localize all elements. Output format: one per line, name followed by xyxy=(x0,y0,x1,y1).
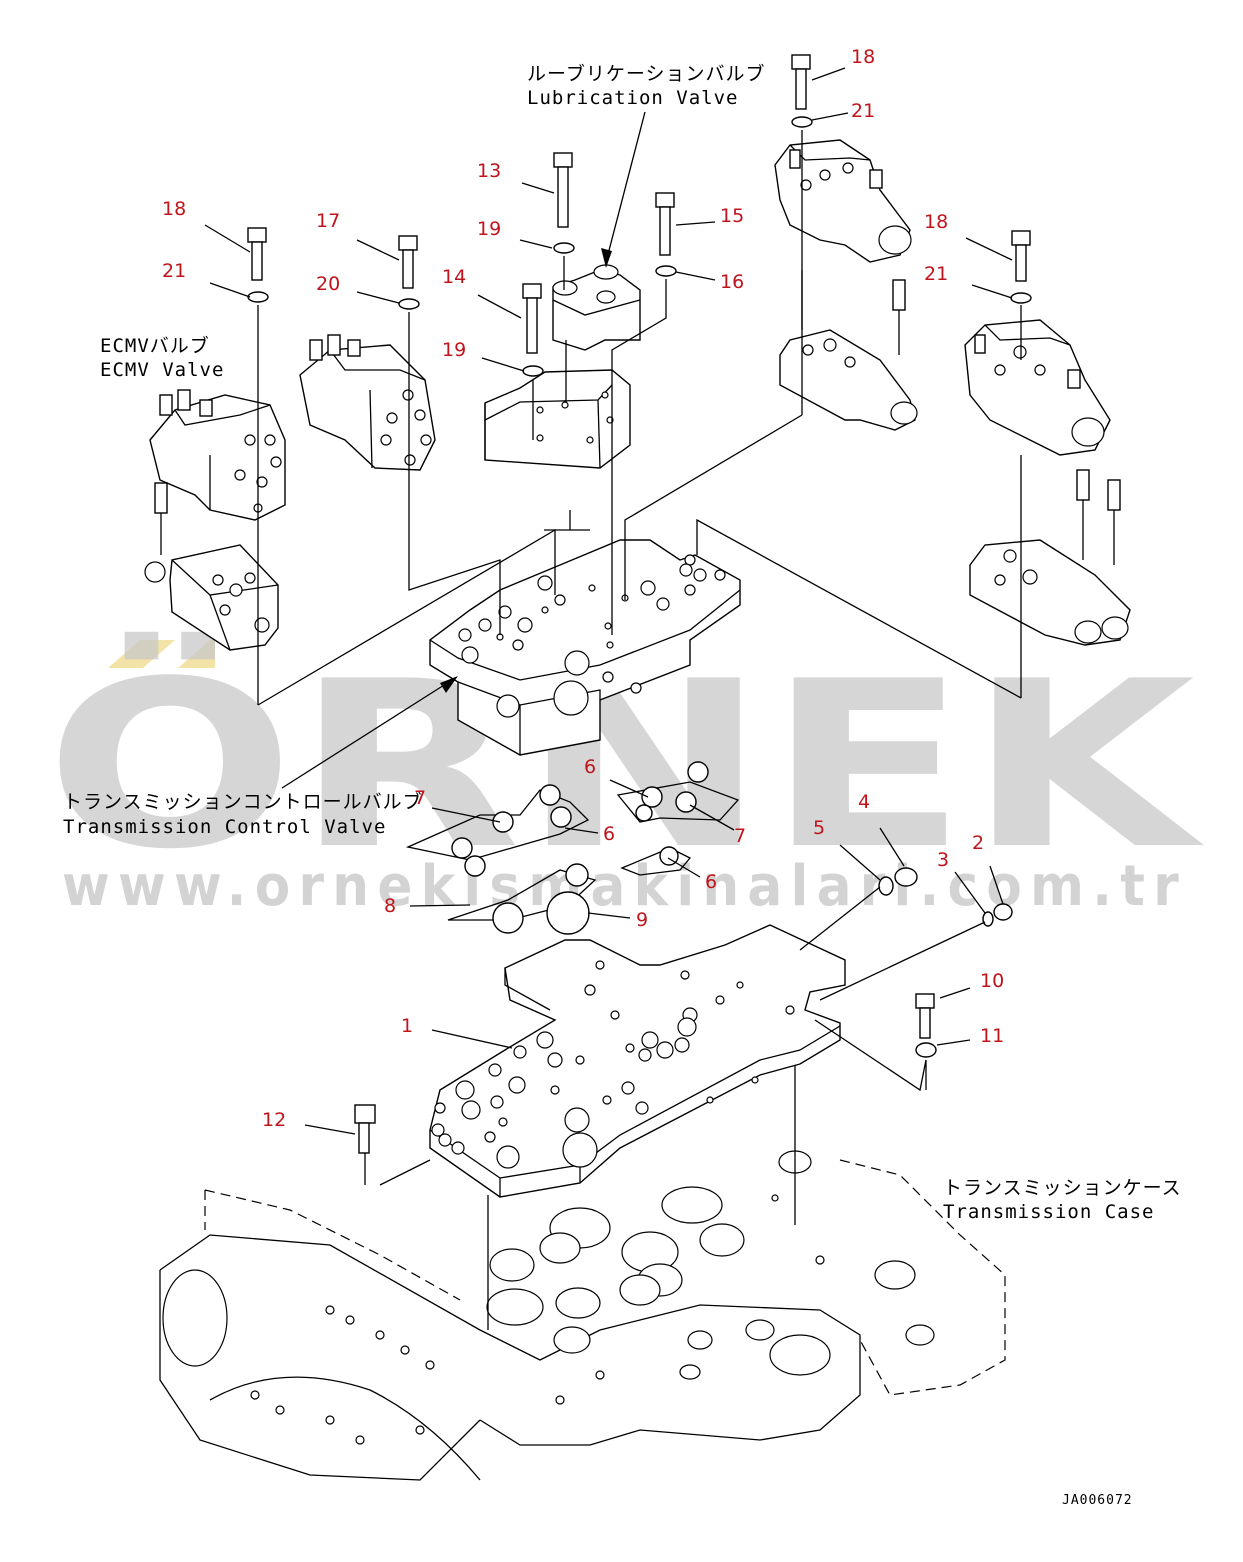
callout-6-top: 6 xyxy=(584,756,596,778)
callout-4: 4 xyxy=(858,791,870,813)
callout-21-left: 21 xyxy=(162,260,186,282)
ecmv-valve-mid-left xyxy=(299,334,436,471)
callout-5: 5 xyxy=(813,817,825,839)
lubrication-valve-label-en: Lubrication Valve xyxy=(527,87,738,109)
ecmv-valve-label-jp: ECMVバルブ xyxy=(100,334,210,357)
transmission-case xyxy=(159,1150,1006,1481)
callout-12: 12 xyxy=(262,1109,286,1131)
ecmv-valve-left xyxy=(144,389,286,651)
callout-6-middle: 6 xyxy=(603,823,615,845)
callout-6-right: 6 xyxy=(705,871,717,893)
callout-8: 8 xyxy=(384,895,396,917)
callout-15: 15 xyxy=(720,205,744,227)
callout-18-top: 18 xyxy=(851,46,875,68)
drawing-code: JA006072 xyxy=(1062,1493,1133,1508)
ecmv-valve-right xyxy=(964,319,1131,646)
lubrication-valve-assembly xyxy=(484,264,641,469)
text-labels: ルーブリケーションバルブ Lubrication Valve ECMVバルブ E… xyxy=(63,62,1182,1508)
transmission-control-valve xyxy=(429,539,741,756)
lubrication-valve-label-jp: ルーブリケーションバルブ xyxy=(527,62,765,85)
callout-1: 1 xyxy=(401,1015,413,1037)
callout-numbers: 18 21 13 19 15 16 14 19 17 20 18 21 18 2… xyxy=(162,46,1004,1131)
assembly-lines xyxy=(257,130,1022,1330)
callout-13: 13 xyxy=(477,160,501,182)
watermark-accent-left xyxy=(108,640,175,668)
callout-21-right: 21 xyxy=(924,263,948,285)
callout-7-right: 7 xyxy=(734,825,746,847)
leader-lines xyxy=(204,67,1013,1135)
callout-21-top: 21 xyxy=(851,100,875,122)
callout-16: 16 xyxy=(720,271,744,293)
callout-18-left: 18 xyxy=(162,198,186,220)
callout-3: 3 xyxy=(937,849,949,871)
transmission-case-label-jp: トランスミッションケース xyxy=(943,1177,1182,1199)
callout-20: 20 xyxy=(316,273,340,295)
callout-17: 17 xyxy=(316,210,340,232)
callout-2: 2 xyxy=(972,832,984,854)
callout-9: 9 xyxy=(636,909,648,931)
callout-19-lower: 19 xyxy=(442,339,466,361)
ecmv-valve-top-right xyxy=(774,139,918,431)
label-arrows xyxy=(281,111,646,789)
gaskets xyxy=(405,761,740,935)
callout-7-left: 7 xyxy=(414,787,426,809)
valve-body-plate xyxy=(429,924,846,1198)
callout-18-right: 18 xyxy=(924,211,948,233)
watermark-accent-right xyxy=(178,640,215,668)
callout-10: 10 xyxy=(980,970,1004,992)
callout-19-upper: 19 xyxy=(477,218,501,240)
transmission-case-label-en: Transmission Case xyxy=(943,1201,1154,1223)
transmission-control-valve-label-jp: トランスミッションコントロールバルブ xyxy=(63,790,423,813)
watermark-url: www.ornekismakinalari.com.tr xyxy=(62,854,1187,919)
ecmv-valve-label-en: ECMV Valve xyxy=(100,359,224,381)
transmission-control-valve-label-en: Transmission Control Valve xyxy=(63,816,386,838)
callout-11: 11 xyxy=(980,1025,1004,1047)
callout-14: 14 xyxy=(442,266,466,288)
